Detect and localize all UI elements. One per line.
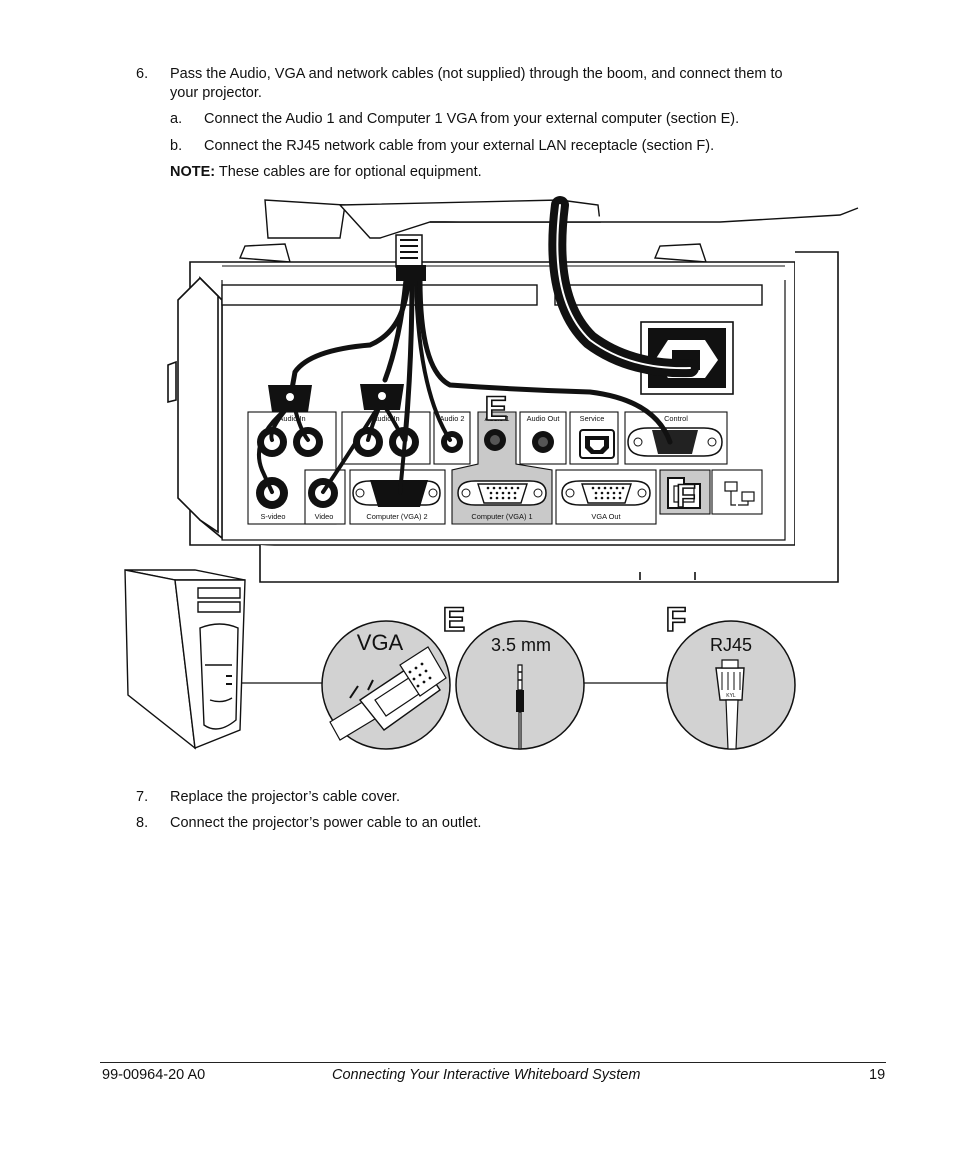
control-serial-port bbox=[627, 427, 723, 457]
network-icon bbox=[724, 481, 755, 506]
vga-out-port bbox=[561, 480, 651, 506]
rj45-callout-label: RJ45 bbox=[710, 635, 752, 655]
step-text: Connect the projector’s power cable to a… bbox=[170, 815, 482, 831]
step-text: Replace the projector’s cable cover. bbox=[170, 789, 400, 805]
audio-in-1-label: Audio In bbox=[278, 414, 305, 423]
footer-title: Connecting Your Interactive Whiteboard S… bbox=[332, 1067, 641, 1083]
cable-ties bbox=[268, 234, 426, 412]
note-label: NOTE: bbox=[170, 164, 216, 180]
jack-callout-label: 3.5 mm bbox=[491, 635, 551, 655]
substep-text: Connect the RJ45 network cable from your… bbox=[204, 138, 715, 154]
video-label: Video bbox=[315, 512, 334, 521]
footer-doc-number: 99-00964-20 A0 bbox=[102, 1067, 206, 1083]
vga-1-port bbox=[457, 480, 547, 506]
section-f-label: F bbox=[666, 601, 687, 639]
vga-out-label: VGA Out bbox=[591, 512, 620, 521]
audio-1-label: Audio 1 bbox=[484, 414, 509, 423]
audio-out-label: Audio Out bbox=[527, 414, 560, 423]
step-number: 7. bbox=[136, 789, 149, 805]
vga-2-port bbox=[352, 480, 441, 507]
control-label: Control bbox=[664, 414, 688, 423]
rj45-plug-text: KYL bbox=[726, 693, 736, 699]
substep-letter: a. bbox=[170, 111, 183, 127]
note-text: These cables are for optional equipment. bbox=[215, 164, 482, 180]
vga-callout-label: VGA bbox=[357, 630, 404, 655]
cable-cover-bar-right bbox=[554, 284, 763, 306]
section-f-marker: F bbox=[676, 478, 696, 514]
footer-page-number: 19 bbox=[869, 1067, 886, 1083]
audio-in-2-label: Audio In bbox=[372, 414, 399, 423]
substep-text: Connect the Audio 1 and Computer 1 VGA f… bbox=[204, 111, 740, 127]
service-label: Service bbox=[580, 414, 605, 423]
step-number: 8. bbox=[136, 815, 149, 831]
footer-rule bbox=[100, 1062, 886, 1063]
projector-connection-diagram: Audio In Audio In Audio 2 Audio 1 Audio … bbox=[124, 196, 859, 750]
svideo-label: S-video bbox=[260, 512, 285, 521]
step-number: 6. bbox=[136, 66, 149, 82]
cable-cover-bar-left bbox=[221, 284, 538, 306]
step-text-line: your projector. bbox=[170, 85, 262, 101]
usb-service-port bbox=[579, 429, 615, 459]
boom-arm bbox=[238, 199, 859, 263]
step-text-line: Pass the Audio, VGA and network cables (… bbox=[170, 66, 783, 82]
substep-letter: b. bbox=[170, 138, 183, 154]
jack-callout: 3.5 mm bbox=[455, 620, 585, 750]
audio-2-label: Audio 2 bbox=[439, 414, 464, 423]
computer-tower bbox=[124, 569, 246, 750]
section-e-label: E bbox=[443, 601, 466, 639]
computer-vga-1-label: Computer (VGA) 1 bbox=[471, 512, 532, 521]
rj45-callout: F KYL RJ45 bbox=[665, 600, 796, 750]
cable-bundle bbox=[256, 196, 699, 495]
computer-vga-2-label: Computer (VGA) 2 bbox=[366, 512, 427, 521]
rj45-port bbox=[667, 477, 701, 509]
section-e-marker: E bbox=[485, 390, 508, 428]
note: NOTE: These cables are for optional equi… bbox=[170, 162, 482, 182]
vga-callout: VGA bbox=[321, 620, 451, 750]
